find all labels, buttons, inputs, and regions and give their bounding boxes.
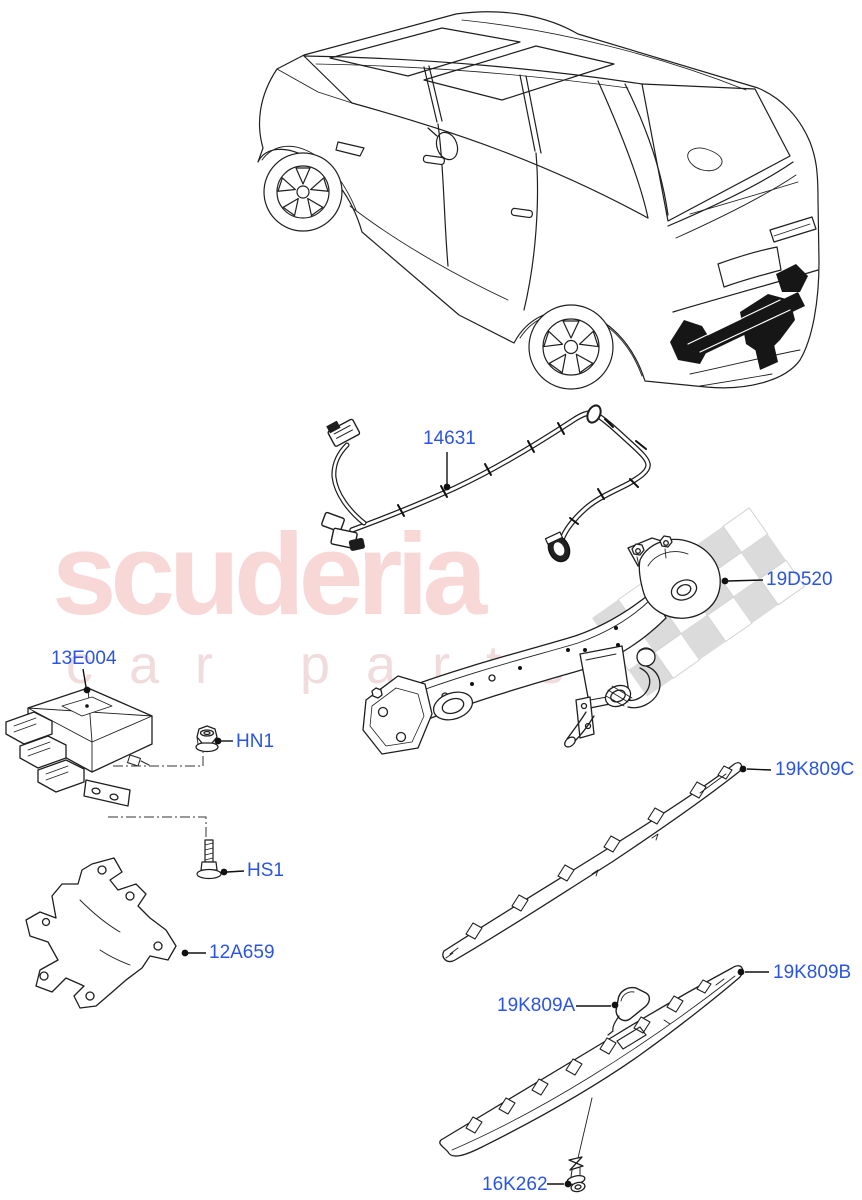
bracket-illustration (25, 857, 177, 1009)
watermark-brand: scuderia (52, 509, 487, 639)
vehicle-towbar-highlight (670, 264, 808, 370)
towing-eye-cover-illustration (607, 986, 651, 1036)
part-label-HS1[interactable]: HS1 (247, 860, 284, 881)
part-label-19K809A[interactable]: 19K809A (497, 995, 576, 1016)
part-label-14631[interactable]: 14631 (423, 428, 476, 449)
part-label-16K262[interactable]: 16K262 (482, 1174, 548, 1195)
part-label-HN1[interactable]: HN1 (236, 731, 275, 752)
part-label-19K809B[interactable]: 19K809B (773, 962, 852, 983)
part-label-19K809C[interactable]: 19K809C (775, 759, 855, 780)
part-label-13E004[interactable]: 13E004 (51, 648, 117, 669)
vehicle-illustration (257, 11, 820, 390)
trim-strip-upper-illustration (442, 762, 743, 963)
nut-illustration (195, 725, 219, 753)
fastener-clip-illustration (566, 1097, 593, 1193)
checkered-flag-watermark (592, 507, 806, 697)
bolt-illustration (196, 839, 222, 880)
control-module-illustration (5, 687, 153, 807)
part-label-19D520[interactable]: 19D520 (766, 569, 833, 590)
part-label-12A659[interactable]: 12A659 (209, 942, 275, 963)
watermark-tagline: car parts (66, 635, 601, 695)
assembly-axis-lines (108, 748, 207, 838)
trim-panel-lower-illustration (439, 965, 744, 1157)
